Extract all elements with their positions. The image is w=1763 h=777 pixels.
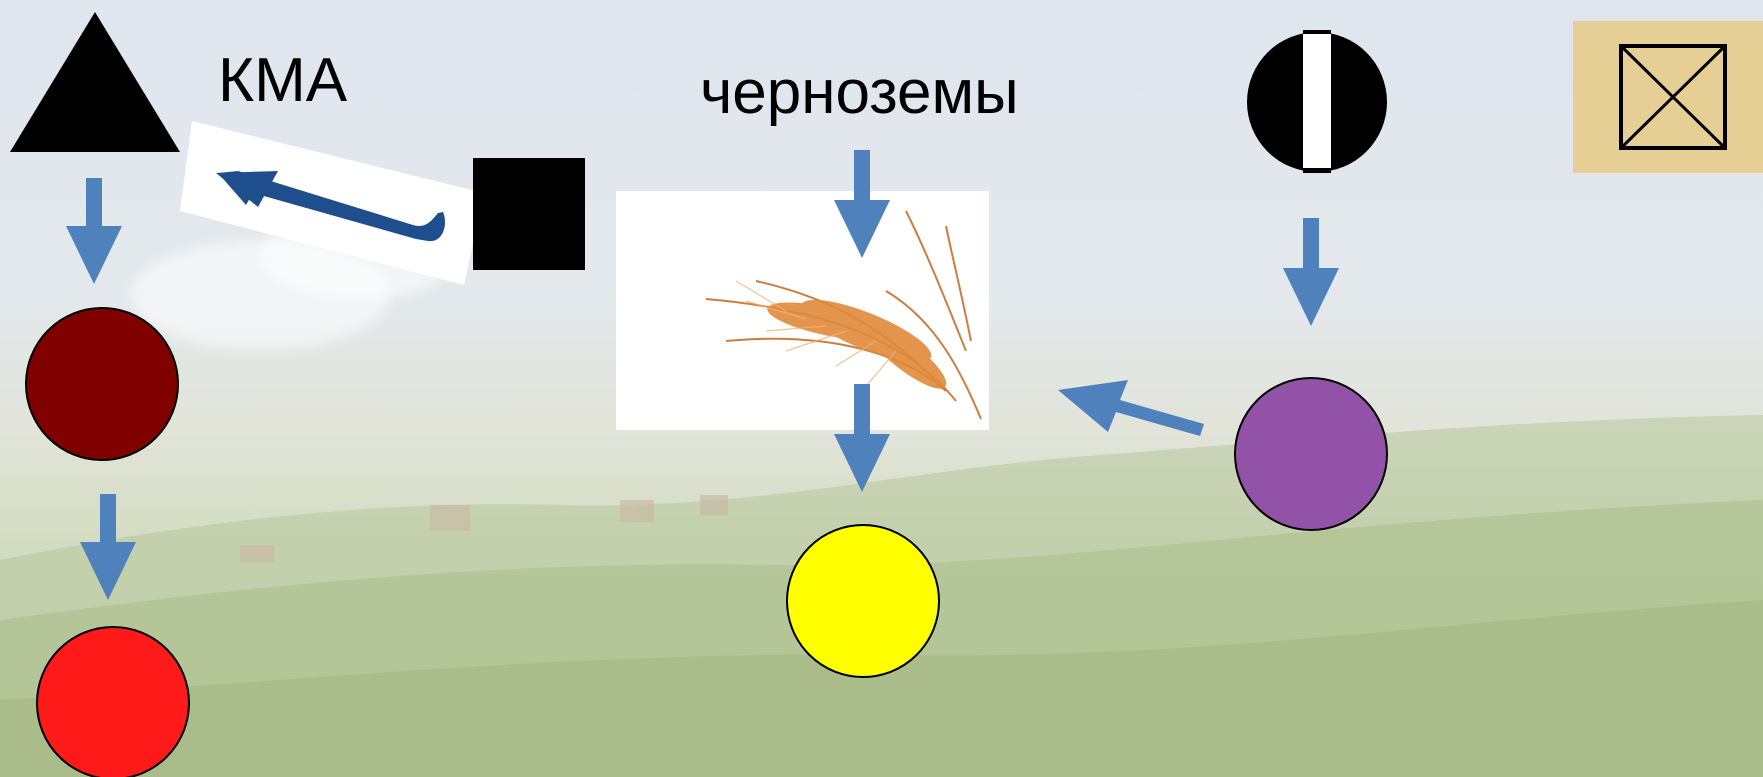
red-circle [36, 626, 190, 777]
purple-circle [1234, 377, 1388, 531]
dark-red-circle [25, 307, 179, 461]
arrow-down-icon [834, 150, 890, 258]
triangle-icon [10, 12, 180, 152]
arrow-left-icon [1058, 380, 1204, 436]
yellow-circle [786, 524, 940, 678]
wheat-ear-icon [705, 210, 982, 420]
label-chernozems: черноземы [700, 58, 1019, 127]
crossed-box-icon [1573, 21, 1763, 173]
label-kma: КМА [218, 46, 348, 115]
crossed-box-symbol [1619, 44, 1727, 150]
arrow-down-icon [1283, 218, 1339, 326]
arrow-down-icon [66, 178, 122, 284]
arrow-down-icon [834, 384, 890, 492]
arrow-down-icon [80, 494, 136, 600]
wheat-ear-image [616, 191, 989, 430]
black-square-icon [473, 158, 585, 270]
curved-arrow-card [180, 121, 484, 285]
circle-with-bar-icon [1247, 30, 1387, 173]
